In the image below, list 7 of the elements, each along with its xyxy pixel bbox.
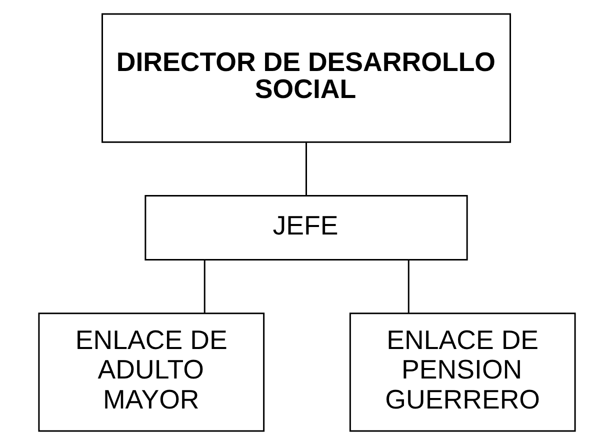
node-box: DIRECTOR DE DESARROLLO SOCIAL: [101, 13, 510, 143]
connector: [203, 260, 205, 313]
connector: [407, 260, 409, 313]
node-box: ENLACE DE ADULTO MAYOR: [38, 312, 264, 432]
connector: [305, 142, 306, 196]
node-box: ENLACE DE PENSION GUERRERO: [348, 312, 576, 432]
node-box: JEFE: [144, 194, 468, 260]
